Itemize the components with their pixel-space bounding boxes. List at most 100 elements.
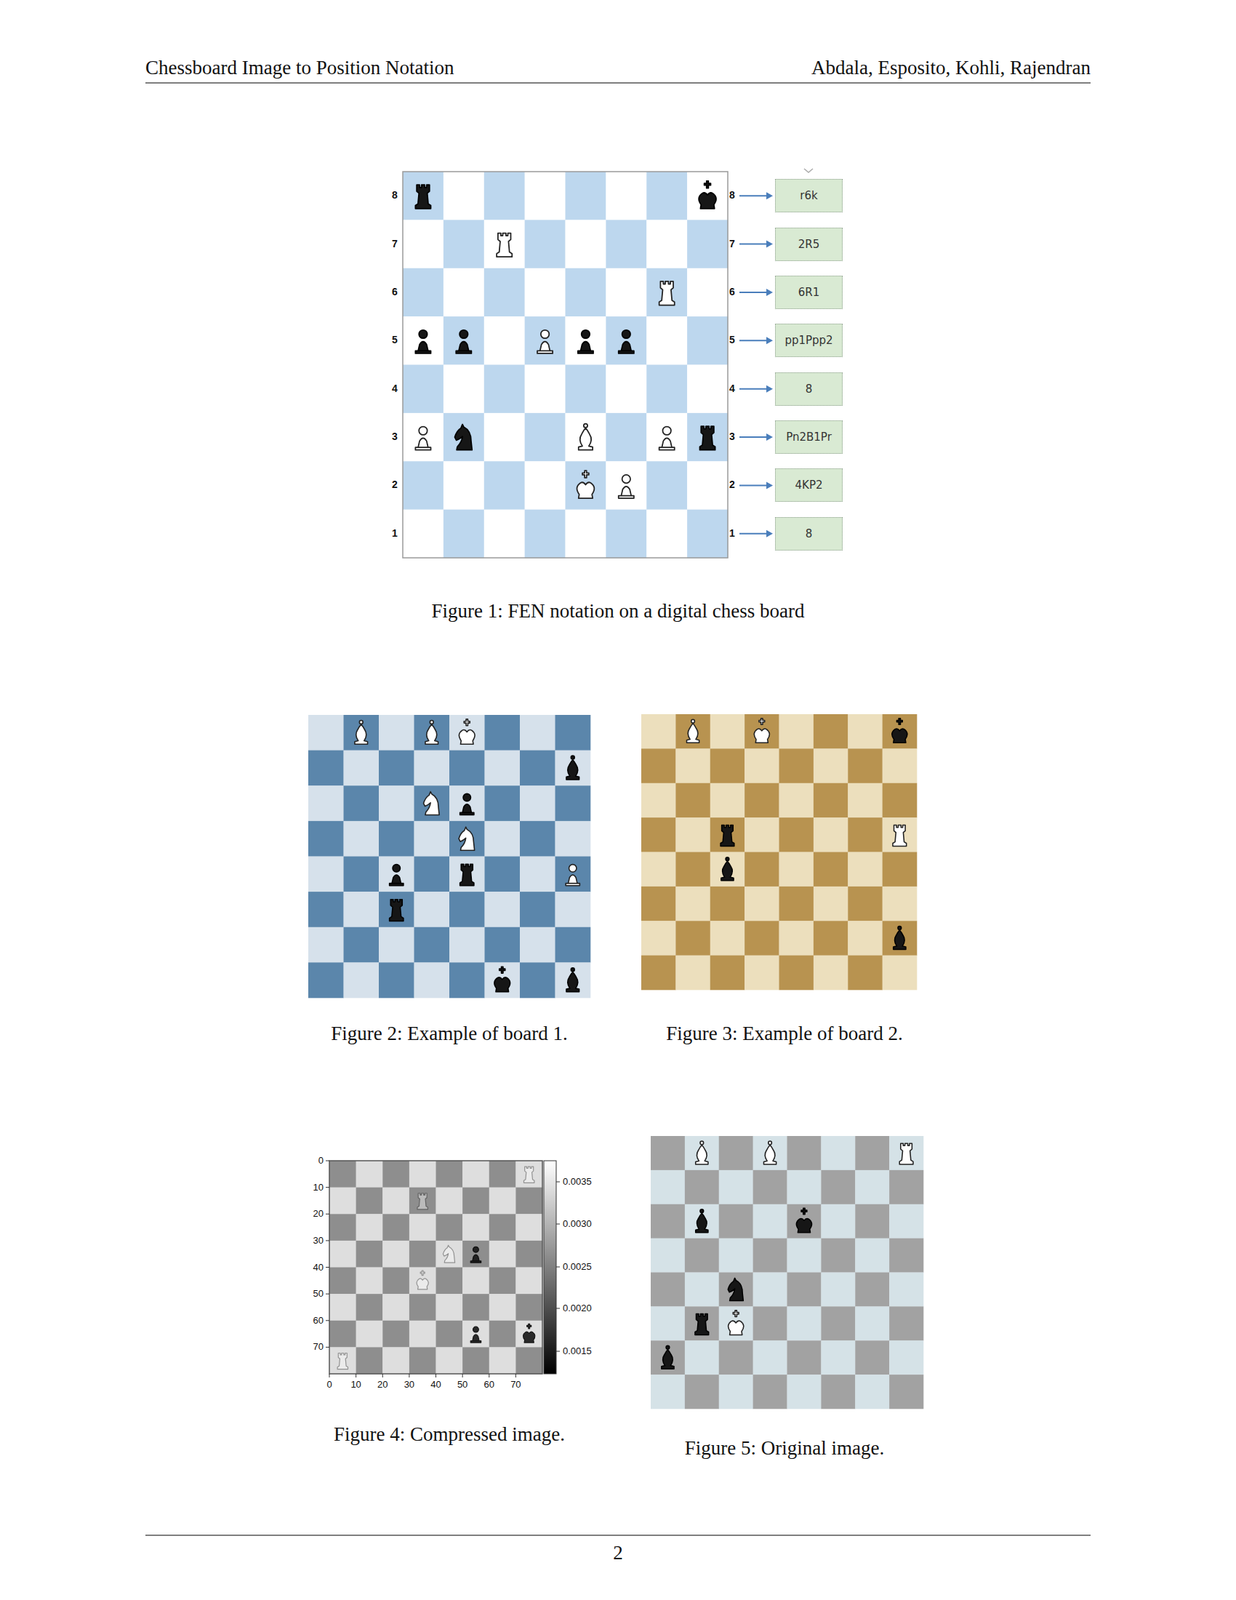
board-square bbox=[519, 785, 556, 821]
board-square bbox=[378, 927, 415, 963]
board-square bbox=[744, 886, 780, 922]
chess-board bbox=[308, 714, 591, 998]
piece-part bbox=[392, 864, 400, 872]
board-square bbox=[449, 961, 485, 998]
board-square bbox=[436, 1267, 464, 1295]
board-square bbox=[484, 785, 521, 821]
piece-part bbox=[801, 1207, 808, 1215]
piece-part bbox=[496, 233, 512, 258]
piece-part bbox=[721, 860, 734, 881]
board-square bbox=[329, 1346, 357, 1374]
board-square bbox=[889, 1169, 924, 1205]
chess-piece bbox=[460, 793, 475, 815]
chess-piece bbox=[720, 825, 735, 847]
leader-line bbox=[739, 532, 768, 535]
chess-piece bbox=[458, 826, 475, 850]
board-square bbox=[641, 920, 677, 956]
piece-part bbox=[580, 341, 591, 352]
figure-text: Figure 2: Example of board 1. bbox=[330, 1022, 568, 1045]
chess-piece bbox=[442, 1244, 455, 1263]
board-square bbox=[744, 920, 780, 956]
board-square bbox=[855, 1339, 890, 1375]
chess-piece bbox=[695, 1209, 709, 1233]
chess-piece bbox=[460, 863, 475, 886]
piece-part bbox=[458, 729, 475, 744]
chess-board bbox=[641, 713, 917, 990]
chess-piece bbox=[618, 474, 634, 499]
board-square bbox=[356, 1320, 384, 1348]
board-square bbox=[650, 1135, 685, 1170]
fen-text: 4KP2 bbox=[795, 478, 824, 492]
piece-part bbox=[540, 330, 549, 339]
figure-text: 70 bbox=[313, 1341, 324, 1352]
board-square bbox=[382, 1240, 410, 1268]
board-square bbox=[646, 171, 688, 221]
board-square bbox=[489, 1267, 517, 1295]
board-square bbox=[687, 460, 728, 510]
board-square bbox=[356, 1187, 384, 1215]
board-square bbox=[675, 817, 711, 853]
piece-part bbox=[659, 281, 675, 306]
board-square bbox=[753, 1135, 788, 1170]
board-square bbox=[402, 219, 444, 269]
board-square bbox=[605, 171, 647, 221]
chess-piece bbox=[892, 718, 908, 744]
board-square bbox=[515, 1346, 543, 1374]
board-square bbox=[484, 412, 525, 462]
board-square bbox=[308, 750, 344, 786]
arrow-head bbox=[766, 385, 773, 393]
board-square bbox=[744, 748, 780, 784]
board-square bbox=[753, 1305, 788, 1340]
board-square bbox=[719, 1169, 754, 1205]
figure-text: 70 bbox=[510, 1379, 521, 1390]
piece-part bbox=[581, 330, 590, 339]
tick-mark bbox=[325, 1186, 330, 1188]
leader-line bbox=[739, 243, 768, 246]
board-square bbox=[820, 1305, 856, 1340]
board-square bbox=[650, 1272, 685, 1307]
board-square bbox=[489, 1160, 517, 1188]
board-square bbox=[687, 316, 728, 365]
piece-part bbox=[893, 929, 906, 950]
board-square bbox=[484, 364, 525, 414]
running-header: Chessboard Image to Position Notation bbox=[145, 57, 454, 80]
board-square bbox=[519, 961, 556, 998]
piece-part bbox=[527, 1323, 532, 1329]
figure-text: 20 bbox=[377, 1379, 388, 1390]
board-square bbox=[449, 927, 485, 963]
board-square bbox=[646, 509, 688, 559]
board-square bbox=[489, 1293, 517, 1321]
chess-piece bbox=[494, 966, 511, 991]
chess-piece bbox=[577, 470, 595, 499]
board-square bbox=[646, 364, 688, 414]
board-square bbox=[646, 460, 688, 510]
board-square bbox=[710, 955, 746, 991]
board-square bbox=[356, 1267, 384, 1295]
leader-line bbox=[739, 194, 768, 197]
board-border bbox=[329, 1160, 543, 1374]
board-square bbox=[449, 785, 485, 821]
piece-part bbox=[582, 470, 589, 478]
board-square bbox=[409, 1346, 437, 1374]
chess-piece bbox=[796, 1207, 812, 1233]
board-square bbox=[524, 316, 566, 365]
piece-part bbox=[620, 341, 632, 352]
piece-part bbox=[472, 1254, 480, 1261]
board-square bbox=[449, 891, 485, 927]
board-square bbox=[641, 713, 677, 749]
chess-piece bbox=[389, 864, 404, 886]
board-square bbox=[675, 713, 711, 749]
chess-piece bbox=[458, 719, 475, 744]
chess-piece bbox=[496, 233, 512, 258]
board-square bbox=[382, 1160, 410, 1188]
piece-part bbox=[442, 1244, 455, 1263]
tick-mark bbox=[325, 1319, 330, 1321]
tick-mark bbox=[329, 1373, 331, 1378]
piece-part bbox=[570, 967, 575, 972]
piece-part bbox=[472, 1334, 480, 1341]
board-square bbox=[779, 783, 815, 818]
figure-text: 0.0025 bbox=[562, 1261, 592, 1272]
leader-line bbox=[739, 388, 768, 390]
figure-text: Figure 1: FEN notation on a digital ches… bbox=[431, 600, 805, 623]
board-square bbox=[402, 509, 444, 559]
